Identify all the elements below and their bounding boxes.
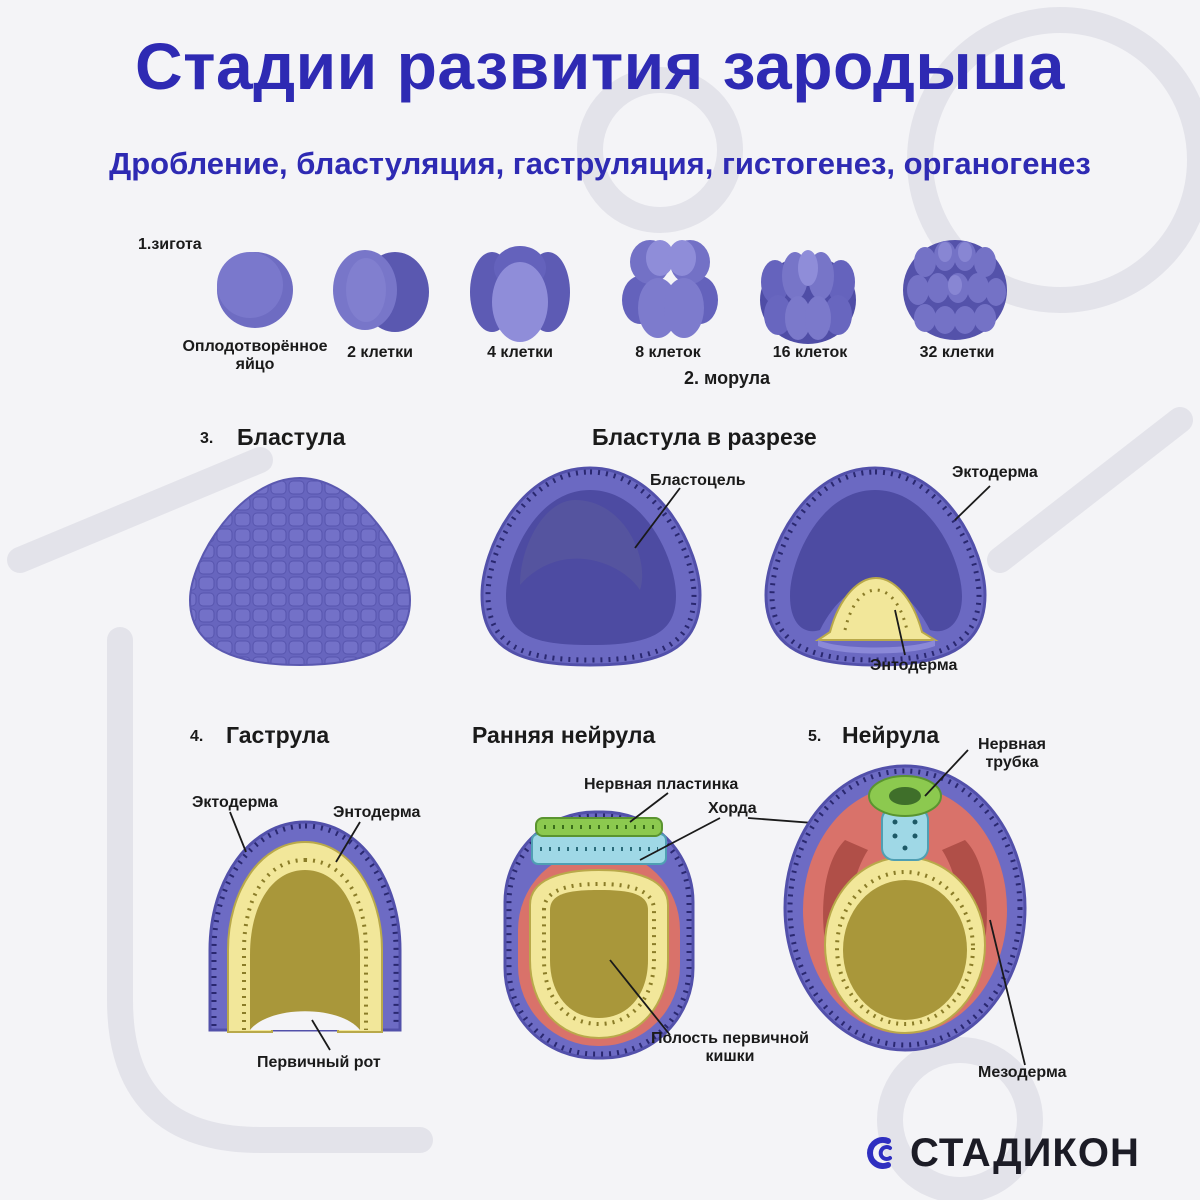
brand-logo: СТАДИКОН bbox=[866, 1128, 1140, 1178]
neural-plate-label: Нервная пластинка bbox=[584, 776, 738, 794]
gastrula-endoderm-label: Энтодерма bbox=[333, 804, 420, 822]
gastrula-section bbox=[210, 822, 400, 1032]
chord-label: Хорда bbox=[708, 800, 757, 818]
early-neurula-section bbox=[505, 812, 693, 1058]
gastrula-ectoderm-label: Эктодерма bbox=[192, 794, 278, 812]
brand-mark-icon bbox=[866, 1136, 900, 1170]
neurula-section bbox=[785, 766, 1025, 1050]
primary-gut-label: Полость первичной кишки bbox=[640, 1030, 820, 1066]
neural-tube-label: Нервная трубка bbox=[962, 736, 1062, 772]
mesoderm-label: Мезодерма bbox=[978, 1064, 1066, 1082]
brand-name: СТАДИКОН bbox=[910, 1131, 1140, 1176]
primary-mouth-label: Первичный рот bbox=[257, 1054, 381, 1072]
